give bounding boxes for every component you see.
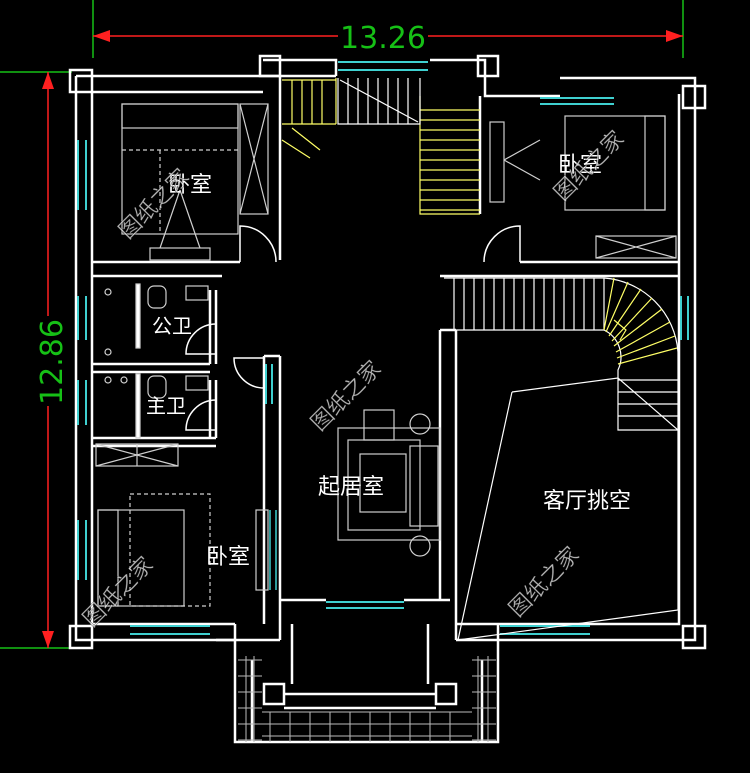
top-arrow-right	[666, 30, 683, 42]
dimension-lines: 13.26 12.86	[0, 0, 684, 649]
door-bedroom-bl-frame	[269, 510, 277, 590]
corridor-wall-left	[262, 354, 282, 640]
toilet-1	[147, 285, 167, 309]
corner-pier-bl	[68, 624, 94, 650]
bed-bl-headboard	[97, 509, 119, 607]
door-bedroom-tr	[483, 225, 521, 263]
stair-upper	[281, 78, 480, 215]
tv-cabinet-tr	[489, 121, 505, 203]
bedroom-tl-bottom-wall	[92, 260, 240, 278]
window-living-bottom	[326, 601, 404, 609]
armchair	[363, 409, 395, 441]
table-top	[359, 453, 407, 513]
left-arrow-top	[42, 72, 54, 89]
label-bedroom-tr: 卧室	[558, 153, 602, 178]
wardrobe-tr	[595, 235, 677, 259]
top-label-gap	[338, 20, 428, 52]
watermark-5: 图纸之家	[505, 542, 585, 622]
porch-pier-left	[262, 682, 286, 706]
window-void-right	[680, 296, 689, 340]
bed-tr-headboard	[644, 115, 666, 211]
bath-partition-2	[135, 373, 141, 439]
label-bedroom-tl: 卧室	[168, 173, 212, 198]
watermarks: 图纸之家 图纸之家 图纸之家 图纸之家 图纸之家	[78, 126, 630, 633]
top-arrow-left	[93, 30, 110, 42]
porch-step	[284, 692, 436, 710]
stairwell-walls	[263, 58, 482, 260]
window-stair-top	[338, 61, 428, 71]
walls	[68, 54, 707, 744]
windows	[77, 61, 689, 635]
sofa-3-seat	[409, 445, 439, 527]
door-master-bath	[185, 399, 217, 431]
bath-partition-1	[135, 283, 141, 349]
bedroom-tr-bottom-wall	[440, 260, 679, 278]
corner-pier-tr	[681, 84, 707, 110]
porch-pier-right	[434, 682, 458, 706]
porch-tile-hatch	[238, 656, 496, 742]
watermark-1: 图纸之家	[115, 164, 195, 244]
side-table-2	[409, 535, 431, 557]
doors	[185, 225, 521, 590]
stair-spiral-treads	[603, 277, 678, 365]
window-bedroom-tl	[77, 140, 87, 210]
stair-upper-flight	[337, 78, 421, 125]
left-arrow-bottom	[42, 631, 54, 648]
window-master-bath	[77, 380, 87, 425]
wardrobe-tl	[239, 103, 269, 215]
room-labels: 卧室 卧室 公卫 主卫 起居室 客厅挑空 卧室	[146, 153, 631, 570]
side-table-1	[409, 413, 431, 435]
width-dimension-label: 13.26	[340, 21, 426, 56]
bath-bottom-wall	[92, 436, 216, 448]
sink-1	[185, 285, 209, 301]
left-label-gap	[30, 316, 66, 406]
window-void-bottom	[500, 625, 590, 635]
label-double-height-void: 客厅挑空	[543, 489, 631, 514]
window-bedroom-bl-bottom	[130, 625, 210, 635]
tv-cabinet-tl	[149, 247, 211, 261]
rug	[337, 427, 441, 541]
pier-top-right	[476, 54, 500, 78]
outer-wall	[74, 58, 697, 642]
watermark-3: 图纸之家	[307, 356, 387, 436]
toilet-2	[147, 375, 167, 399]
door-bedroom-tl	[239, 225, 277, 263]
door-public-bath	[185, 323, 217, 355]
pier-top-left	[258, 54, 282, 78]
label-master-bath: 主卫	[146, 394, 186, 418]
porch-walls	[233, 624, 500, 744]
label-bedroom-bl: 卧室	[206, 545, 250, 570]
outer-wall-inner	[90, 90, 681, 626]
porch-columns	[290, 624, 430, 684]
window-bedroom-tr	[540, 97, 614, 105]
double-height-void-outline	[457, 377, 679, 641]
tv-cabinet-bl	[255, 509, 269, 591]
furniture	[95, 103, 677, 607]
height-dimension-label: 12.86	[35, 319, 70, 405]
stair-spiral	[444, 277, 679, 431]
window-public-bath	[77, 296, 87, 340]
bath-walls	[92, 290, 218, 438]
corner-pier-br	[681, 624, 707, 650]
sink-2	[185, 375, 209, 391]
window-bedroom-bl	[77, 520, 87, 580]
window-corridor	[265, 364, 273, 404]
void-edge-wall	[438, 328, 458, 640]
void-bottom-wall	[456, 622, 498, 642]
corner-pier-tl	[68, 68, 94, 94]
label-public-bath: 公卫	[152, 314, 192, 338]
door-corridor	[233, 357, 265, 389]
bed-tl-headboard	[121, 103, 239, 129]
label-living-room: 起居室	[318, 475, 384, 500]
